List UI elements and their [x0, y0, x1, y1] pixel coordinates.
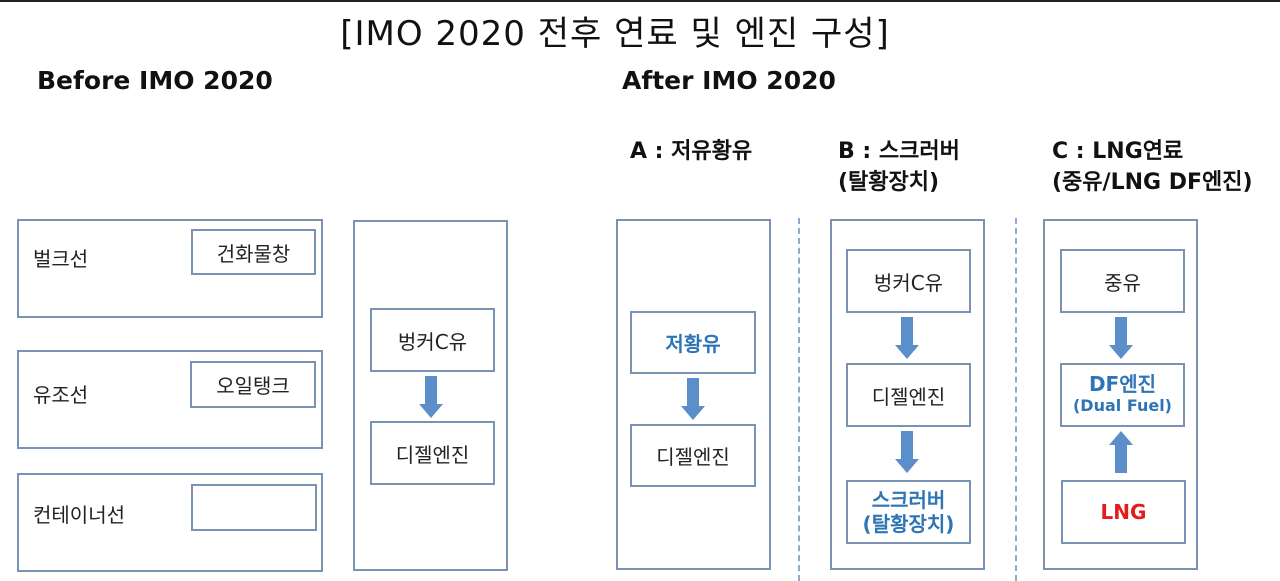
option-b-label: B : 스크러버 (탈황장치) — [838, 136, 960, 198]
option-c-panel: 중유 DF엔진 (Dual Fuel) LNG — [1043, 219, 1198, 570]
option-c-label-line2: (중유/LNG DF엔진) — [1052, 170, 1253, 195]
df-engine-box: DF엔진 (Dual Fuel) — [1060, 363, 1185, 427]
scrubber-sublabel: (탈황장치) — [862, 512, 955, 536]
arrow-down-icon — [681, 378, 705, 420]
storage-box: 건화물창 — [191, 229, 316, 275]
storage-box-empty — [191, 484, 317, 531]
ship-label: 벌크선 — [33, 247, 89, 271]
ship-box-bulk: 벌크선 건화물창 — [17, 219, 323, 318]
option-c-label-line1: C : LNG연료 — [1052, 139, 1184, 164]
df-engine-sublabel: (Dual Fuel) — [1072, 396, 1172, 415]
ship-box-container: 컨테이너선 — [17, 473, 323, 572]
divider-dashed — [798, 218, 800, 581]
option-a-label: A : 저유황유 — [630, 139, 753, 164]
df-engine-label: DF엔진 — [1088, 372, 1157, 396]
engine-box: 디젤엔진 — [846, 363, 971, 427]
ship-label: 컨테이너선 — [33, 503, 125, 527]
heavy-oil-box: 중유 — [1060, 249, 1185, 313]
divider-dashed — [1015, 218, 1017, 581]
before-engine-panel: 벙커C유 디젤엔진 — [353, 220, 508, 571]
fuel-box: 벙커C유 — [370, 308, 495, 372]
engine-box: 디젤엔진 — [630, 424, 756, 487]
lng-box: LNG — [1061, 480, 1186, 544]
ship-box-tanker: 유조선 오일탱크 — [17, 350, 323, 449]
storage-box: 오일탱크 — [190, 361, 316, 408]
scrubber-label: 스크러버 — [871, 488, 946, 512]
engine-box: 디젤엔진 — [370, 421, 495, 485]
top-border — [0, 0, 1280, 2]
ship-label: 유조선 — [33, 383, 89, 407]
option-c-label: C : LNG연료 (중유/LNG DF엔진) — [1052, 136, 1253, 198]
arrow-up-icon — [1109, 431, 1133, 473]
option-b-label-line1: B : 스크러버 — [838, 139, 960, 164]
arrow-down-icon — [419, 376, 443, 418]
scrubber-box: 스크러버 (탈황장치) — [846, 480, 971, 544]
low-sulfur-fuel-box: 저황유 — [630, 311, 756, 374]
diagram-title: [IMO 2020 전후 연료 및 엔진 구성] — [340, 14, 890, 54]
fuel-box: 벙커C유 — [846, 249, 971, 313]
option-b-label-line2: (탈황장치) — [838, 170, 940, 195]
arrow-down-icon — [1109, 317, 1133, 359]
before-heading: Before IMO 2020 — [37, 66, 273, 95]
arrow-down-icon — [895, 431, 919, 473]
option-a-panel: 저황유 디젤엔진 — [616, 219, 771, 570]
option-b-panel: 벙커C유 디젤엔진 스크러버 (탈황장치) — [830, 219, 985, 570]
arrow-down-icon — [895, 317, 919, 359]
after-heading: After IMO 2020 — [622, 66, 836, 95]
